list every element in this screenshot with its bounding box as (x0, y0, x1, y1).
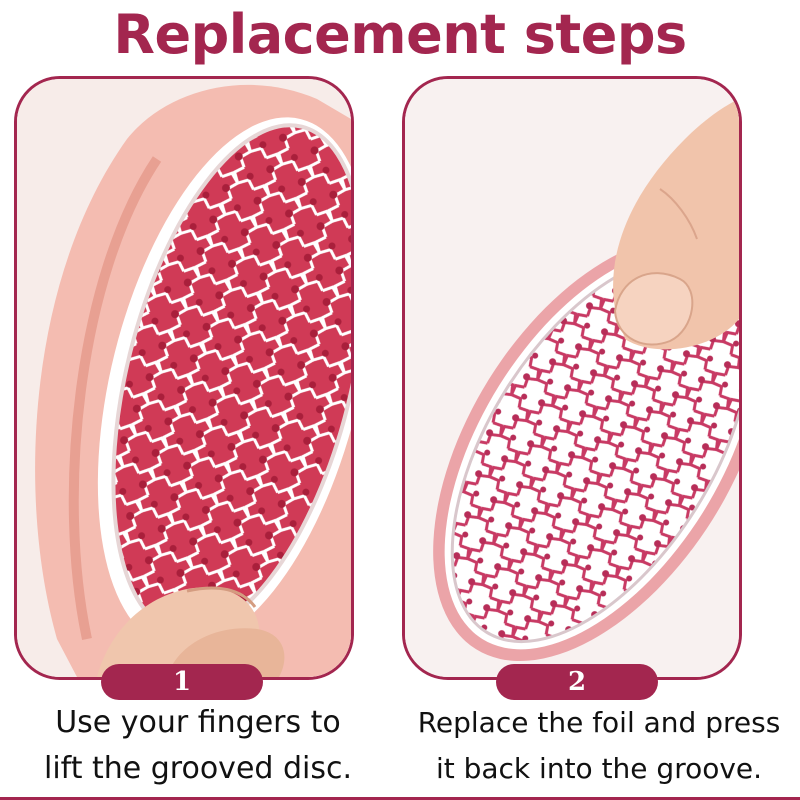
bottom-divider (0, 797, 800, 800)
step-2-caption-line2: it back into the groove. (435, 752, 763, 785)
step-1-caption: Use your fingers to lift the grooved dis… (20, 700, 376, 792)
step-1-photo (14, 76, 354, 680)
step-2-caption: Replace the foil and press it back into … (398, 700, 800, 792)
step-2-caption-line1: Replace the foil and press (417, 706, 781, 739)
step-2-photo (402, 76, 742, 680)
step-1-caption-line1: Use your fingers to (55, 705, 341, 740)
step-2-badge: 2 (496, 664, 658, 700)
step-1-badge: 1 (101, 664, 263, 700)
page-title: Replacement steps (113, 3, 687, 66)
step-1-caption-line2: lift the grooved disc. (43, 751, 353, 786)
